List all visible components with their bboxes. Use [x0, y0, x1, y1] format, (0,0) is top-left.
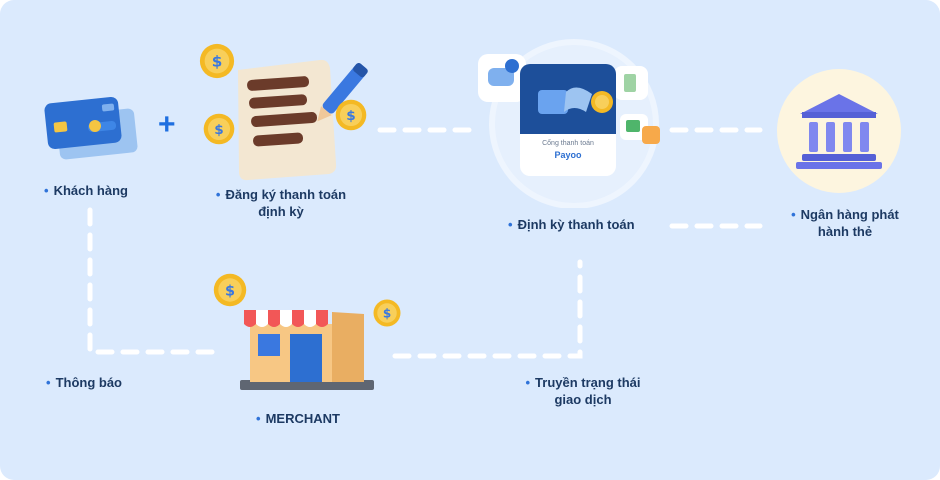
bullet: • [215, 187, 221, 202]
gateway-card-caption: Cổng thanh toán [542, 140, 594, 147]
document-pen-icon [238, 59, 368, 181]
bank-icon [777, 69, 901, 193]
label-recurring: •Định kỳ thanh toán [508, 217, 635, 232]
credit-card-icon [44, 96, 138, 160]
coin-symbol: $ [225, 283, 235, 299]
connector-merchant-to-gateway [392, 259, 583, 359]
merchant-store-icon [240, 310, 374, 390]
gateway-illustration [478, 39, 660, 208]
coin-icon-3: $ [335, 99, 367, 131]
bullet: • [256, 411, 261, 426]
label-customer: •Khách hàng [44, 183, 128, 198]
bullet: • [525, 375, 531, 390]
gateway-card-brand: Payoo [554, 150, 582, 160]
coin-icon-2: $ [203, 113, 235, 145]
bullet: • [46, 375, 51, 390]
label-status: •Truyền trạng thái giao dịch [525, 375, 641, 407]
plus-symbol: + [158, 108, 176, 141]
bullet: • [791, 207, 796, 222]
label-merchant: •MERCHANT [256, 411, 340, 426]
bullet: • [44, 183, 49, 198]
connector-customer-to-merchant [87, 207, 225, 355]
coin-symbol: $ [346, 108, 355, 124]
bullet: • [508, 217, 513, 232]
coin-icon-1: $ [199, 43, 235, 79]
coin-symbol: $ [212, 53, 223, 71]
coin-icon-4: $ [213, 273, 247, 307]
label-register: •Đăng ký thanh toán định kỳ [215, 187, 347, 219]
coin-symbol: $ [383, 307, 391, 321]
coin-symbol: $ [214, 122, 223, 138]
label-notify: •Thông báo [46, 375, 122, 390]
label-bank: •Ngân hàng phát hành thẻ [791, 207, 899, 239]
coin-icon-5: $ [373, 299, 401, 327]
